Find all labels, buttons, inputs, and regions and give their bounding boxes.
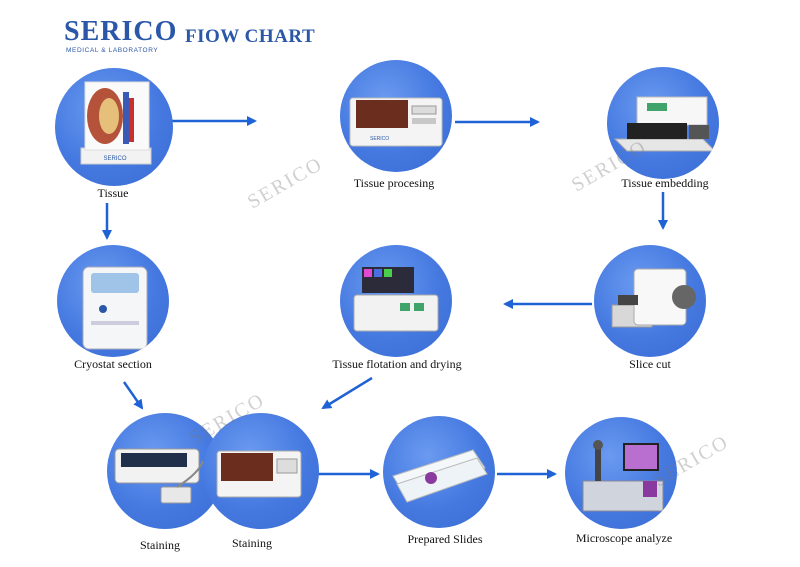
label-staining-2: Staining — [231, 536, 273, 550]
svg-text:SERICO: SERICO — [370, 136, 389, 142]
kidney-model-icon: SERICO — [80, 81, 152, 165]
svg-text:SERICO: SERICO — [103, 156, 126, 162]
node-microscope-analyze — [565, 417, 677, 529]
label-tissue-processing: Tissue procesing — [353, 176, 435, 190]
embedding-station-icon — [613, 96, 717, 152]
auto-stainer-icon — [216, 450, 302, 498]
node-staining-2 — [203, 413, 319, 529]
label-tissue-flotation: Tissue flotation and drying — [332, 357, 462, 371]
label-staining-1: Staining — [139, 538, 181, 552]
arrow-flotation-to-staining — [321, 376, 373, 410]
stainer-icon — [114, 448, 204, 504]
node-prepared-slides — [383, 416, 495, 528]
glass-slides-icon — [392, 449, 488, 503]
label-tissue-embedding: Tissue embedding — [621, 176, 709, 190]
microscope-workstation-icon — [582, 440, 664, 512]
node-slice-cut — [594, 245, 706, 357]
node-tissue: SERICO — [55, 68, 173, 186]
logo-name: SERICO — [64, 16, 178, 47]
logo-tagline: MEDICAL & LABORATORY — [66, 47, 159, 54]
label-tissue: Tissue — [97, 186, 129, 200]
microtome-icon — [611, 268, 696, 328]
arrow-cryostat-to-staining — [122, 381, 144, 410]
label-slice-cut: Slice cut — [629, 357, 671, 371]
label-prepared-slides: Prepared Slides — [407, 532, 483, 546]
cryostat-icon — [82, 266, 148, 350]
node-tissue-processing: SERICO — [340, 60, 452, 172]
page-title: FIOW CHART — [185, 26, 316, 47]
node-tissue-flotation — [340, 245, 452, 357]
serico-logo: SERICO MEDICAL & LABORATORY — [64, 16, 178, 55]
label-microscope-analyze: Microscope analyze — [575, 531, 673, 545]
flotation-bath-icon — [353, 267, 439, 332]
node-cryostat-section — [57, 245, 169, 357]
label-cryostat-section: Cryostat section — [74, 357, 152, 371]
node-tissue-embedding — [607, 67, 719, 179]
tissue-processor-icon: SERICO — [349, 97, 443, 147]
